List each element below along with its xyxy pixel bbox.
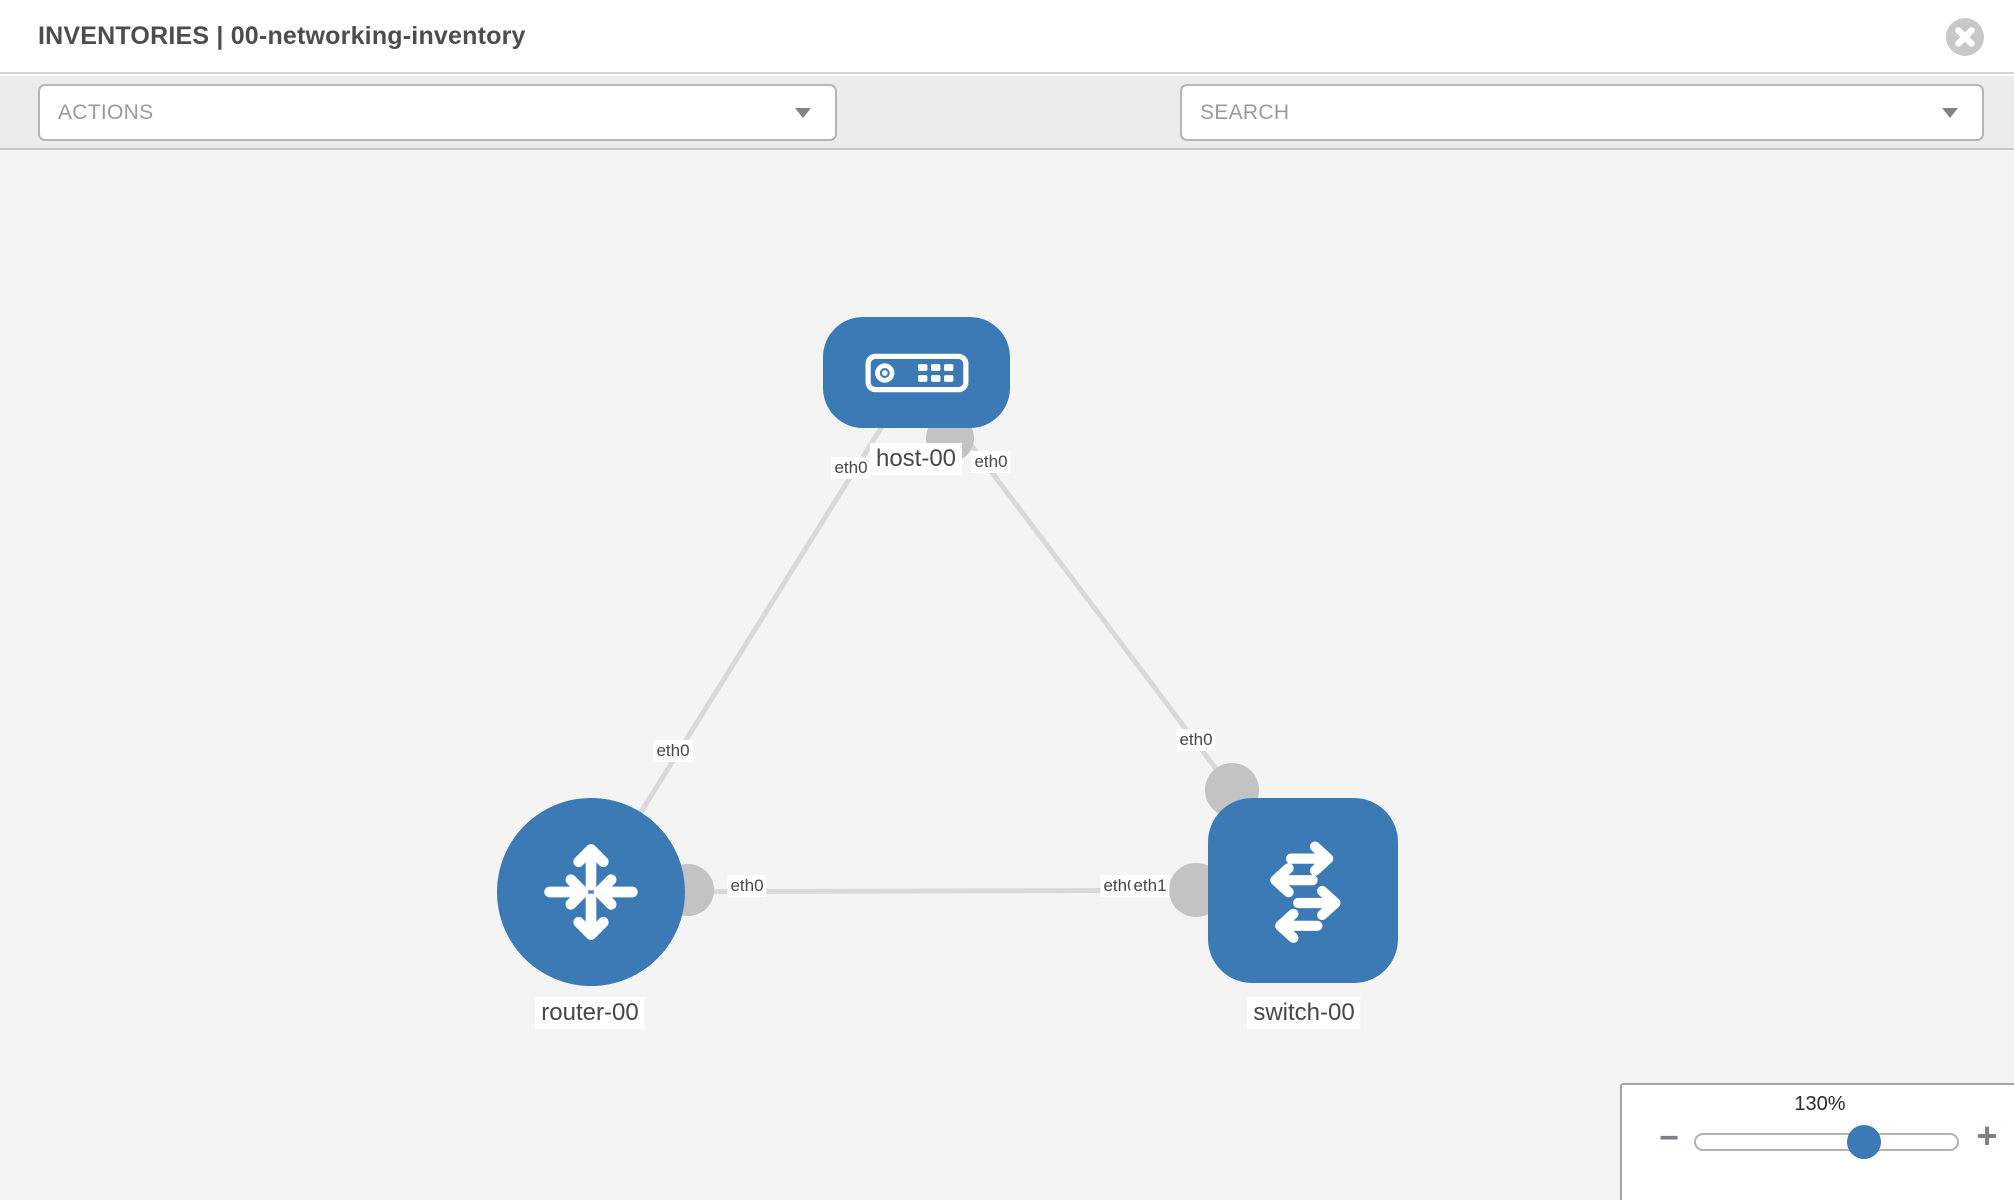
caret-down-icon [1942,108,1958,118]
port-label: eth0 [1176,729,1216,751]
page-title: INVENTORIES | 00-networking-inventory [38,22,526,50]
node-switch[interactable] [1208,798,1398,983]
port-label: eth0 [831,457,871,479]
caret-down-icon [795,108,811,118]
search-dropdown-label: SEARCH [1200,101,1290,124]
close-button[interactable] [1945,17,1985,57]
switch-icon [1270,841,1341,943]
actions-dropdown-label: ACTIONS [58,101,154,124]
zoom-slider-thumb[interactable] [1847,1125,1881,1159]
actions-dropdown[interactable]: ACTIONS [38,84,837,141]
page-header: INVENTORIES | 00-networking-inventory [0,0,2014,74]
zoom-slider[interactable] [1694,1133,1959,1151]
toolbar: ACTIONS SEARCH [0,76,2014,206]
search-dropdown[interactable]: SEARCH [1180,84,1984,141]
host-icon [865,353,968,392]
zoom-level: 130% [1794,1093,1846,1115]
port-label: eth0 [653,740,693,762]
node-host[interactable] [823,317,1010,428]
topology-canvas[interactable]: eth0 eth0 eth0 eth0 eth0 eth0 eth1 host-… [0,150,2014,1200]
zoom-in-button[interactable]: + [1970,1118,2004,1154]
zoom-out-button[interactable]: − [1652,1121,1686,1155]
node-router[interactable] [497,798,685,986]
node-label-host: host-00 [869,443,963,475]
zoom-panel: 130% − + [1620,1083,2014,1200]
router-icon [544,844,638,940]
close-icon [1946,18,1984,56]
port-label: eth0 [971,451,1011,473]
port-label: eth0 [1100,875,1140,897]
port-label: eth0 [727,875,767,897]
port-label: eth1 [1130,875,1170,897]
node-label-router: router-00 [535,997,645,1029]
node-label-switch: switch-00 [1247,997,1361,1029]
links-layer [588,370,1304,917]
